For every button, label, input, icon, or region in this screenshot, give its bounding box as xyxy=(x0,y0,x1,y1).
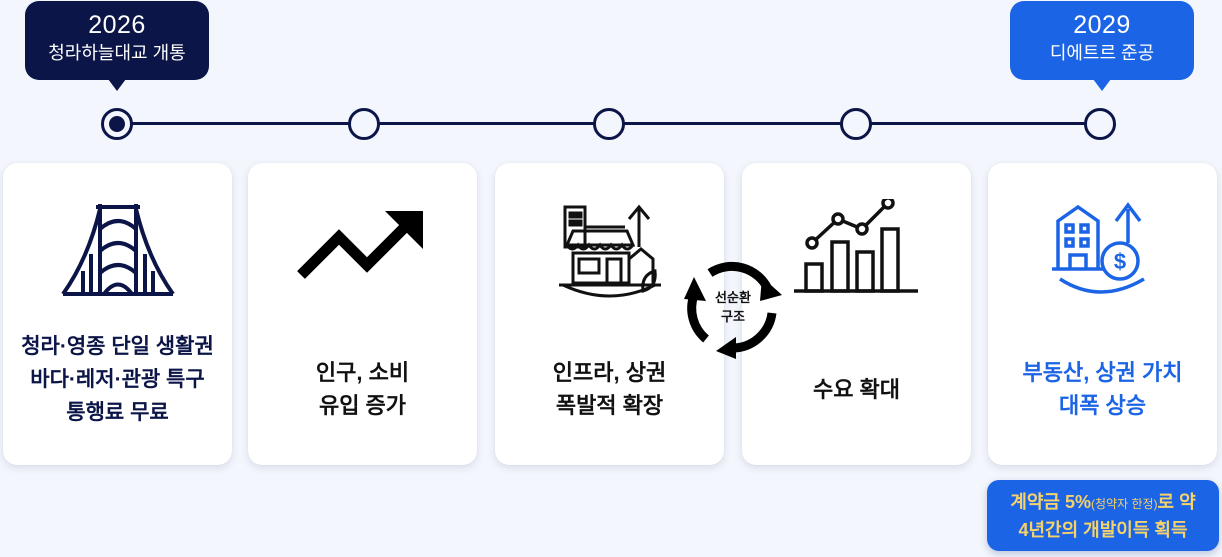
card-text: 인구, 소비 유입 증가 xyxy=(315,360,410,418)
virtuous-cycle-badge: 선순환 구조 xyxy=(680,255,786,361)
end-year: 2029 xyxy=(1073,11,1131,39)
storefront-growth-icon xyxy=(495,199,724,309)
start-label: 청라하늘대교 개통 xyxy=(48,43,186,63)
timeline-node-1 xyxy=(101,108,133,140)
cycle-label-2: 구조 xyxy=(721,309,745,324)
card-text: 인프라, 상권 폭발적 확장 xyxy=(552,360,667,418)
timeline-node-4 xyxy=(840,108,872,140)
timeline-node-5 xyxy=(1084,108,1116,140)
card-text: 청라·영종 단일 생활권 바다·레저·관광 특구 통행료 무료 xyxy=(21,335,214,424)
card-demand: 수요 확대 xyxy=(742,163,971,465)
card-value-rise: $ 부동산, 상권 가치 대폭 상승 xyxy=(988,163,1217,465)
trend-up-arrow-icon xyxy=(248,199,477,309)
building-dollar-growth-icon: $ xyxy=(988,199,1217,309)
svg-text:$: $ xyxy=(1113,249,1125,274)
cycle-label-1: 선순환 xyxy=(715,290,751,305)
start-year: 2026 xyxy=(88,11,146,39)
contract-benefit-note: 계약금 5%(청약자 한정)로 약 4년간의 개발이득 획득 xyxy=(987,480,1219,551)
card-infrastructure: 인프라, 상권 폭발적 확장 xyxy=(495,163,724,465)
card-population: 인구, 소비 유입 증가 xyxy=(248,163,477,465)
timeline-node-3 xyxy=(593,108,625,140)
cycle-arrows-icon xyxy=(684,261,782,359)
timeline-node-2 xyxy=(348,108,380,140)
card-text: 부동산, 상권 가치 대폭 상승 xyxy=(1022,360,1183,418)
end-label: 디에트르 준공 xyxy=(1049,43,1155,63)
bridge-icon xyxy=(3,199,232,309)
end-milestone-bubble: 2029 디에트르 준공 xyxy=(1010,1,1194,91)
card-bridge: 청라·영종 단일 생활권 바다·레저·관광 특구 통행료 무료 xyxy=(3,163,232,465)
bar-line-chart-icon xyxy=(742,199,971,309)
start-milestone-bubble: 2026 청라하늘대교 개통 xyxy=(25,1,209,91)
card-text: 수요 확대 xyxy=(812,376,901,402)
